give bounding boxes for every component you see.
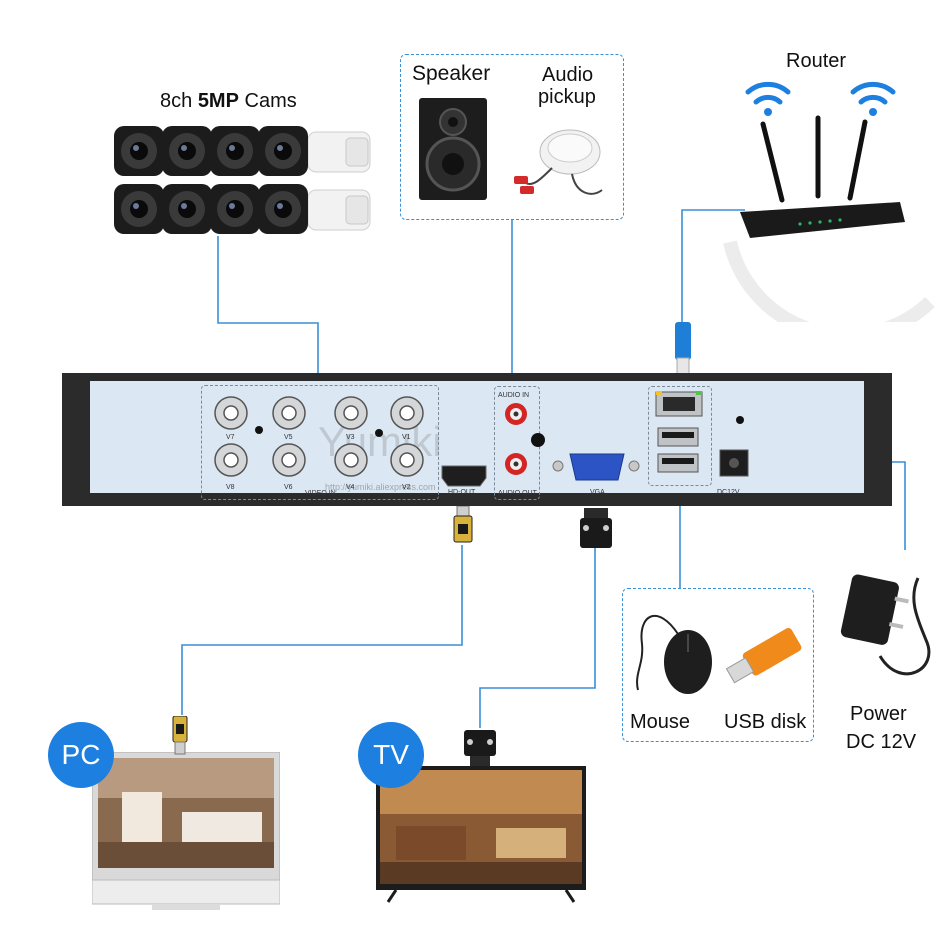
mouse-image — [636, 614, 712, 694]
vga-port — [552, 453, 640, 481]
audio-pickup-label-2: pickup — [538, 86, 596, 108]
pc-badge: PC — [48, 722, 114, 788]
tv-vga-cable-image — [464, 730, 496, 766]
cams-prefix: 8ch — [160, 90, 193, 112]
speaker-image — [419, 98, 487, 200]
audio-pickup-label-1: Audio — [542, 64, 594, 86]
hdmi-to-pc-line — [181, 545, 463, 715]
power-label-2: DC 12V — [846, 731, 917, 753]
pc-hdmi-cable-image — [172, 716, 188, 755]
ch-label-v3: V3 — [346, 434, 355, 441]
ch-label-v1: V1 — [402, 434, 411, 441]
cameras-image — [113, 126, 371, 235]
audio-devices-box — [400, 54, 624, 220]
audio-in-label: AUDIO IN — [498, 392, 530, 399]
router-image — [723, 81, 935, 322]
tv-image — [376, 766, 586, 903]
bnc-connectors — [214, 396, 424, 477]
wifi-icon — [745, 81, 791, 105]
vga-cable-image — [580, 508, 612, 548]
peripherals-box — [622, 588, 814, 742]
lan-usb-box — [648, 386, 712, 486]
ch-label-v7: V7 — [226, 434, 235, 441]
pc-monitor-image — [92, 752, 280, 910]
usb-disk-image — [725, 627, 802, 684]
dc12v-label: DC12V — [717, 489, 740, 496]
mouse-label: Mouse — [630, 711, 691, 733]
video-in-box — [201, 385, 439, 500]
cams-to-dvr-line — [217, 236, 319, 383]
usb-disk-label: USB disk — [724, 711, 807, 733]
ch-label-v8: V8 — [226, 484, 235, 491]
cams-bold: 5MP — [197, 90, 239, 112]
power-adapter-image — [840, 574, 931, 676]
ch-label-v4: V4 — [346, 484, 355, 491]
hdmi-cable-image — [453, 506, 473, 543]
audio-out-label: AUDIO OUT — [498, 490, 537, 497]
audio-pickup-image — [514, 129, 603, 195]
ch-label-v6: V6 — [284, 484, 293, 491]
ch-label-v2: V2 — [402, 484, 411, 491]
speaker-label: Speaker — [412, 62, 491, 85]
dvr-watermark-url: http://yumiki.aliexpress.com — [325, 482, 436, 492]
lan-usb-ports — [655, 391, 749, 477]
vga-to-tv-line — [479, 548, 596, 728]
rca-ports — [505, 403, 545, 475]
ch-label-v5: V5 — [284, 434, 293, 441]
vga-label: VGA — [590, 489, 605, 496]
router-label: Router — [786, 50, 847, 72]
power-label-1: Power — [850, 703, 907, 725]
router-to-dvr-line — [681, 209, 745, 330]
video-in-label: VIDEO IN — [305, 490, 336, 497]
hdmi-port — [441, 465, 487, 487]
hd-out-label: HD-OUT — [448, 489, 476, 496]
tv-badge: TV — [358, 722, 424, 788]
cams-title: 8ch 5MP Cams — [160, 90, 297, 113]
cams-suffix: Cams — [244, 90, 297, 112]
